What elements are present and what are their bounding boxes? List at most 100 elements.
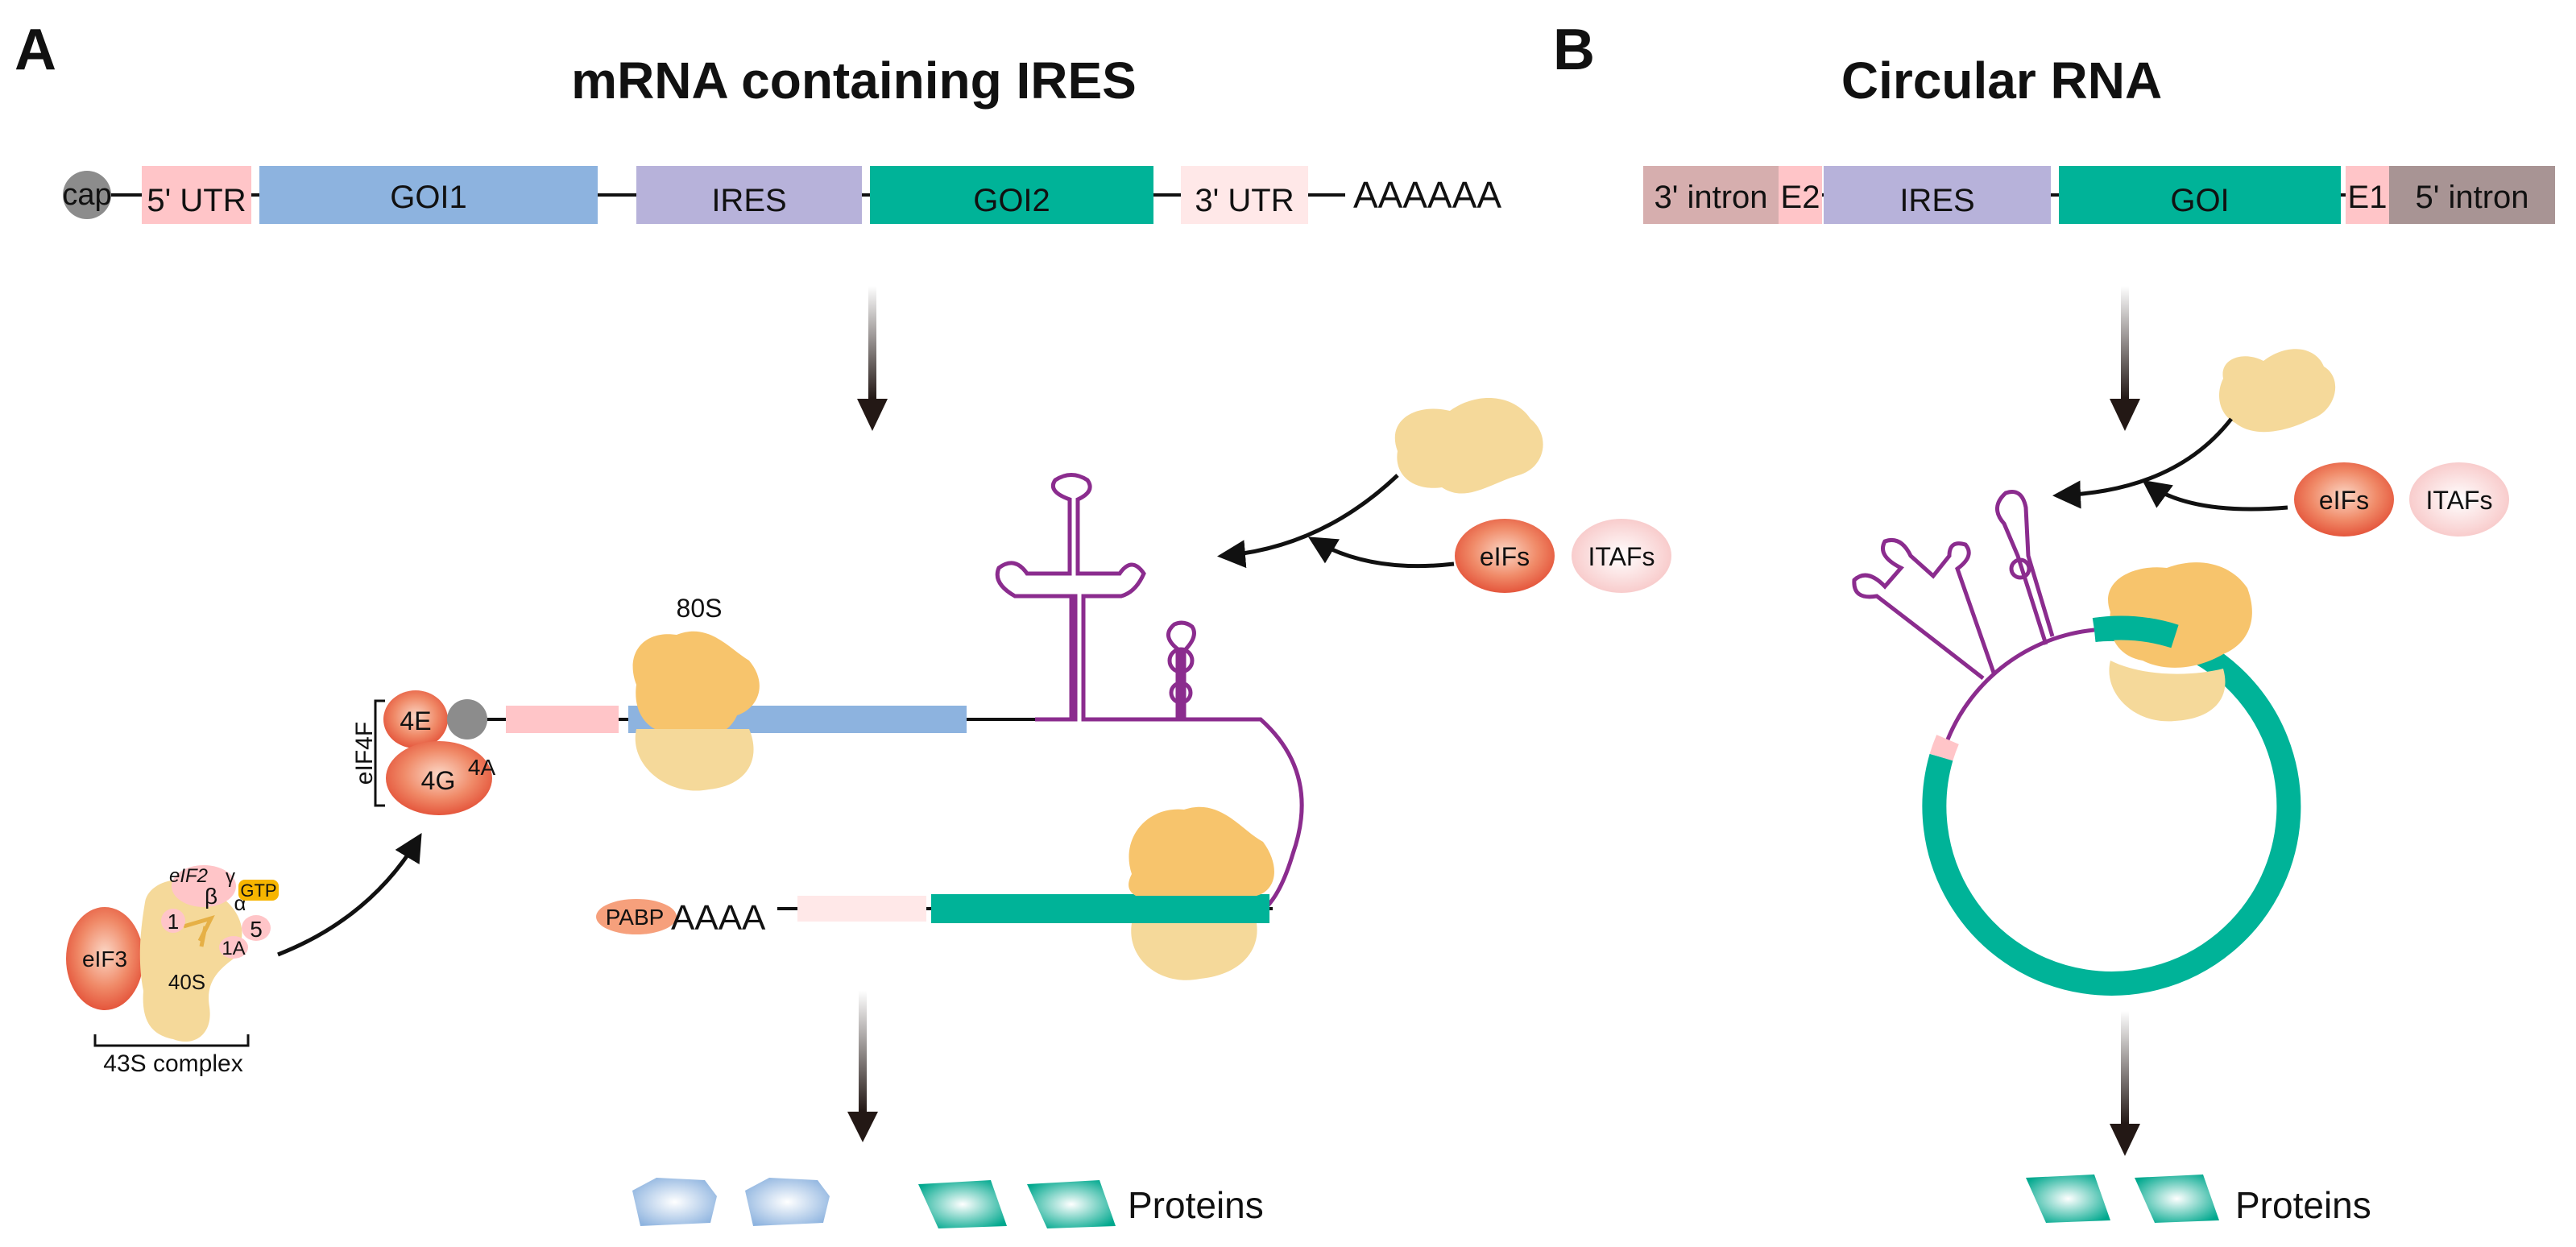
protein-teal-b2: [2135, 1174, 2219, 1223]
ribosome-recruit-arrow-a: [1217, 474, 1399, 569]
eifs-bubble-a: [1455, 519, 1555, 593]
goi2-box: [870, 166, 1153, 224]
utr3-label: 3' UTR: [1195, 183, 1294, 218]
pabp-label: PABP: [606, 905, 665, 930]
eif5-protein: [242, 915, 271, 941]
ires-box-b: [1824, 166, 2051, 224]
eif1a-protein: [219, 936, 248, 959]
recruit-43s-arrow: [277, 832, 422, 957]
cap-icon: [63, 171, 111, 219]
intron3-box: [1643, 166, 1779, 224]
polya-short-label: AAAA: [671, 898, 766, 938]
ribosome-recruit-arrow-b: [2052, 417, 2233, 509]
eifs-recruit-arrow-a: [1307, 536, 1455, 569]
ires-box: [636, 166, 862, 224]
goi2-label: GOI2: [973, 183, 1050, 218]
goi1-box: [259, 166, 598, 224]
protein-teal-b1: [2026, 1174, 2110, 1223]
e2-label: E2: [1781, 180, 1820, 215]
eif3-protein: [66, 907, 143, 1010]
e2-box: [1779, 166, 1822, 224]
eifs-label-b: eIFs: [2319, 486, 2369, 515]
ires-stemloop-a: [995, 473, 1304, 910]
eifs-recruit-arrow-b: [2142, 479, 2288, 512]
intron3-label: 3' intron: [1654, 180, 1767, 215]
itafs-label-b: ITAFs: [2426, 486, 2493, 515]
eif4g-protein: [386, 741, 492, 815]
translation-arrow-shaft-b: [2121, 1011, 2129, 1124]
ribosome-40s-label: 40S: [168, 970, 205, 994]
translation-arrow-head: [847, 1112, 878, 1142]
circrna-goi-ring: [1922, 616, 2301, 996]
complex43s-label: 43S complex: [103, 1050, 242, 1077]
ires-stemloop-b2: [1995, 490, 2055, 645]
process-arrow-shaft-b: [2121, 286, 2129, 399]
protein-teal-2: [1027, 1180, 1116, 1228]
ribosome-80s-large: [632, 631, 760, 740]
ribosome-free-b: [2219, 349, 2336, 433]
eif4f-label: eIF4F: [351, 722, 378, 785]
circrna-junction: [1929, 735, 1959, 761]
gamma-label: γ: [226, 866, 235, 888]
itafs-bubble-b: [2409, 462, 2509, 536]
eif5-label: 5: [250, 917, 263, 942]
utr5-segment: [506, 706, 619, 733]
eif4e-label: 4E: [400, 706, 431, 735]
eif4a-label: 4A: [468, 755, 496, 780]
eif3-label: eIF3: [82, 947, 127, 972]
ribosome-circ-large: [2108, 562, 2252, 668]
cap-icon-a: [447, 699, 487, 740]
eif2-label: eIF2: [169, 865, 208, 887]
trna-icon: [183, 914, 215, 947]
goi2-segment: [931, 894, 1269, 923]
circrna-ires-arc: [1945, 628, 2095, 740]
e1-box: [2346, 166, 2389, 224]
protein-blue-2: [745, 1178, 830, 1226]
eif1-label: 1: [168, 909, 179, 934]
eifs-bubble-b: [2294, 462, 2394, 536]
panel-b-letter: B: [1553, 18, 1595, 82]
ribosome-circ-small: [2109, 661, 2226, 722]
ribosome-80s-small: [635, 729, 754, 791]
goi-label-b: GOI: [2170, 183, 2229, 218]
ires-label: IRES: [711, 183, 786, 218]
goi-box-b: [2059, 166, 2341, 224]
beta-label: β: [205, 884, 217, 909]
cap-label: cap: [62, 178, 111, 212]
itafs-label-a: ITAFs: [1588, 542, 1655, 571]
utr3-box: [1181, 166, 1308, 224]
protein-teal-1: [918, 1180, 1007, 1228]
proteins-label-b: Proteins: [2235, 1184, 2371, 1226]
goi1-label: GOI1: [390, 180, 467, 215]
eif1a-label: 1A: [222, 938, 245, 959]
intron5-box: [2389, 166, 2555, 224]
protein-blue-1: [632, 1178, 717, 1226]
ribosome-lower-large: [1129, 806, 1274, 896]
eif1-protein: [161, 909, 185, 933]
panel-a-letter: A: [14, 18, 56, 82]
translation-arrow-head-b: [2110, 1124, 2140, 1156]
gtp-label: GTP: [240, 880, 276, 901]
intron5-label: 5' intron: [2415, 180, 2528, 215]
ribosome-free-a: [1394, 397, 1543, 494]
eif4g-label: 4G: [421, 766, 456, 795]
utr5-box: [142, 166, 251, 224]
translation-arrow-shaft: [859, 991, 867, 1112]
process-arrow-head: [857, 399, 888, 431]
process-arrow-shaft: [868, 286, 876, 399]
ribosome-lower-small: [1131, 923, 1257, 980]
e1-label: E1: [2348, 180, 2388, 215]
eif2-protein: [172, 865, 236, 907]
ires-label-b: IRES: [1899, 183, 1974, 218]
panel-a-title: mRNA containing IRES: [571, 52, 1137, 110]
gtp-badge: [238, 880, 279, 901]
polya-label: AAAAAA: [1353, 174, 1501, 216]
complex43s-bracket: [93, 1034, 250, 1047]
eifs-label-a: eIFs: [1480, 542, 1530, 571]
ribosome-80s-label: 80S: [677, 594, 723, 623]
process-arrow-head-b: [2110, 399, 2140, 431]
eif4f-bracket: [374, 699, 385, 807]
itafs-bubble-a: [1572, 519, 1671, 593]
ires-stemloop-b1: [1852, 538, 1996, 680]
